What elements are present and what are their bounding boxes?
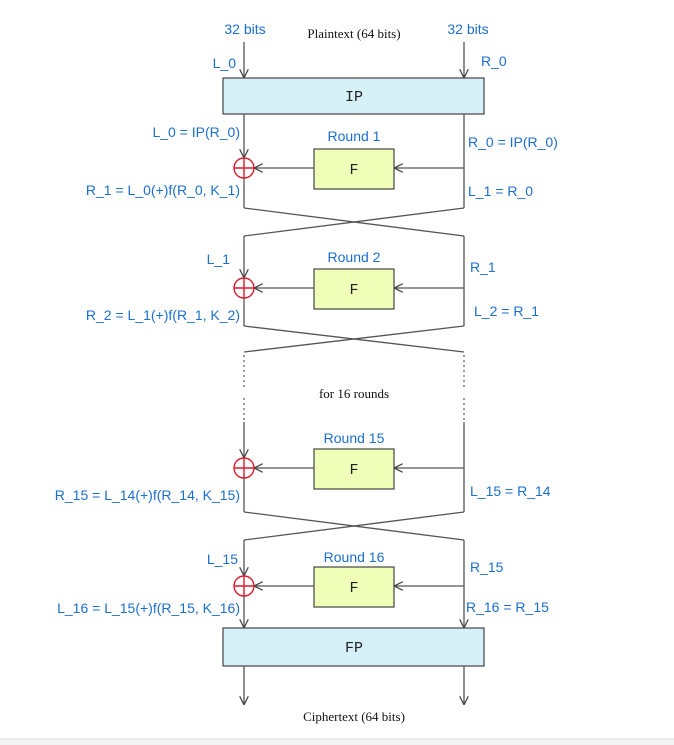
l0-label: L_0 bbox=[213, 55, 237, 71]
round2-left-in-label: L_1 bbox=[207, 251, 231, 267]
round15-xor-icon bbox=[233, 457, 255, 479]
round16-right-in-label: R_15 bbox=[470, 559, 504, 575]
round2-title: Round 2 bbox=[328, 249, 381, 265]
plaintext-label: Plaintext (64 bits) bbox=[307, 26, 400, 41]
left-bits-label: 32 bits bbox=[224, 21, 265, 37]
round16-left-out-label: L_16 = L_15(+)f(R_15, K_16) bbox=[57, 600, 240, 616]
r0-label: R_0 bbox=[481, 53, 507, 69]
right-bits-label: 32 bits bbox=[447, 21, 488, 37]
round1-xor-icon bbox=[233, 157, 255, 179]
ip-label: IP bbox=[345, 89, 363, 106]
round15-title: Round 15 bbox=[324, 430, 385, 446]
round2-right-in-label: R_1 bbox=[470, 259, 496, 275]
round1-left-in-label: L_0 = IP(R_0) bbox=[152, 124, 240, 140]
round1-right-in-label: R_0 = IP(R_0) bbox=[468, 134, 558, 150]
round2-left-out-label: R_2 = L_1(+)f(R_1, K_2) bbox=[86, 307, 240, 323]
fp-label: FP bbox=[345, 640, 363, 657]
round1-title: Round 1 bbox=[328, 128, 381, 144]
round15-f-box bbox=[313, 448, 395, 490]
round15-right-out-label: L_15 = R_14 bbox=[470, 483, 551, 499]
round15-f-label: F bbox=[349, 462, 358, 479]
round1-f-box bbox=[313, 148, 395, 190]
round2-right-out-label: L_2 = R_1 bbox=[474, 303, 539, 319]
round15-left-out-label: R_15 = L_14(+)f(R_14, K_15) bbox=[55, 487, 240, 503]
fp-box bbox=[222, 627, 485, 667]
round2-f-label: F bbox=[349, 282, 358, 299]
cross2-line-b bbox=[243, 325, 465, 353]
ip-box bbox=[222, 77, 485, 115]
round16-f-box bbox=[313, 566, 395, 608]
round16-right-out-label: R_16 = R_15 bbox=[466, 599, 549, 615]
rounds-note: for 16 rounds bbox=[319, 386, 389, 401]
cross15-line-b bbox=[243, 511, 465, 541]
cross1-line-b bbox=[243, 207, 465, 237]
round16-xor-icon bbox=[233, 575, 255, 597]
round1-right-out-label: L_1 = R_0 bbox=[468, 183, 533, 199]
bottom-strip bbox=[0, 739, 674, 745]
round2-f-box bbox=[313, 268, 395, 310]
round16-f-label: F bbox=[349, 580, 358, 597]
round16-left-in-label: L_15 bbox=[207, 551, 238, 567]
ciphertext-label: Ciphertext (64 bits) bbox=[303, 709, 405, 724]
round1-f-label: F bbox=[349, 162, 358, 179]
round16-title: Round 16 bbox=[324, 549, 385, 565]
round2-xor-icon bbox=[233, 277, 255, 299]
round1-left-out-label: R_1 = L_0(+)f(R_0, K_1) bbox=[86, 182, 240, 198]
